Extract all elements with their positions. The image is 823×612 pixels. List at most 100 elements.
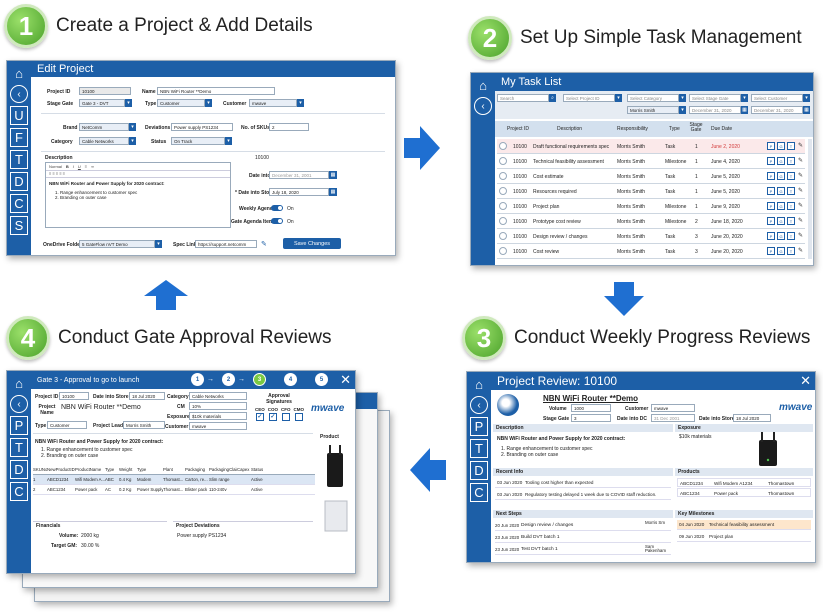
col-due-date[interactable]: Due Date bbox=[711, 126, 733, 132]
sku-col-header[interactable]: Weight bbox=[119, 467, 133, 472]
chevron-down-icon[interactable]: ▾ bbox=[205, 99, 212, 107]
stage-gate-select[interactable]: Gate 3 - DVT bbox=[79, 99, 125, 107]
gate-step-3[interactable]: 3 bbox=[253, 373, 266, 386]
chevron-down-icon[interactable]: ▾ bbox=[679, 106, 686, 114]
link-icon[interactable]: ∞ bbox=[91, 164, 94, 169]
edit-pencil-icon[interactable]: ✎ bbox=[797, 143, 803, 149]
gate-step-4[interactable]: 4 bbox=[284, 373, 297, 386]
search-input[interactable]: Search bbox=[497, 94, 549, 102]
row-action-button[interactable]: T bbox=[787, 232, 795, 240]
back-icon[interactable]: ‹ bbox=[470, 396, 488, 414]
row-action-button[interactable]: P bbox=[767, 232, 775, 240]
chevron-down-icon[interactable]: ▾ bbox=[125, 99, 132, 107]
sidebar-item-d[interactable]: D bbox=[10, 460, 28, 479]
calendar-icon[interactable]: ▦ bbox=[329, 188, 337, 196]
brand-select[interactable]: NetComm bbox=[79, 123, 129, 131]
col-description[interactable]: Description bbox=[557, 126, 583, 132]
row-action-button[interactable]: T bbox=[787, 187, 795, 195]
sku-col-header[interactable]: Capex bbox=[237, 467, 250, 472]
sidebar-item-p[interactable]: P bbox=[470, 417, 488, 436]
search-icon[interactable]: ⌕ bbox=[549, 94, 556, 102]
row-action-button[interactable]: G bbox=[777, 187, 785, 195]
customer-filter[interactable]: Select Customer bbox=[751, 94, 803, 102]
close-icon[interactable]: ✕ bbox=[340, 372, 351, 387]
sidebar-item-s[interactable]: S bbox=[10, 216, 28, 235]
sidebar-item-p[interactable]: P bbox=[10, 416, 28, 435]
chevron-down-icon[interactable]: ▾ bbox=[615, 94, 622, 102]
row-action-button[interactable]: P bbox=[767, 202, 775, 210]
row-action-button[interactable]: P bbox=[767, 157, 775, 165]
row-action-button[interactable]: G bbox=[777, 247, 785, 255]
signature-checkbox[interactable] bbox=[294, 413, 303, 421]
sidebar-item-f[interactable]: F bbox=[10, 128, 28, 147]
name-field[interactable]: NBN WiFi Router **Demo bbox=[157, 87, 275, 95]
project-id-filter[interactable]: Select Project ID bbox=[563, 94, 615, 102]
row-action-button[interactable]: P bbox=[767, 142, 775, 150]
sku-col-header[interactable]: Plant bbox=[163, 467, 173, 472]
row-action-button[interactable]: P bbox=[767, 172, 775, 180]
sidebar-item-c[interactable]: C bbox=[10, 482, 28, 501]
chevron-down-icon[interactable]: ▾ bbox=[679, 94, 686, 102]
edit-pencil-icon[interactable]: ✎ bbox=[261, 241, 267, 248]
sku-col-header[interactable]: Type bbox=[137, 467, 147, 472]
sidebar-item-d[interactable]: D bbox=[10, 172, 28, 191]
row-action-button[interactable]: G bbox=[777, 202, 785, 210]
complete-checkbox[interactable] bbox=[499, 217, 507, 225]
gate-step-5[interactable]: 5 bbox=[315, 373, 328, 386]
save-changes-button[interactable]: Save Changes bbox=[283, 238, 341, 249]
chevron-down-icon[interactable]: ▾ bbox=[129, 123, 136, 131]
list-icon[interactable]: ≡ bbox=[84, 164, 88, 169]
edit-pencil-icon[interactable]: ✎ bbox=[797, 233, 803, 239]
no-skus-field[interactable]: 2 bbox=[269, 123, 309, 131]
close-icon[interactable]: ✕ bbox=[800, 373, 811, 388]
sidebar-item-c[interactable]: C bbox=[10, 194, 28, 213]
home-icon[interactable]: ⌂ bbox=[15, 375, 23, 391]
row-action-button[interactable]: T bbox=[787, 142, 795, 150]
back-icon[interactable]: ‹ bbox=[10, 85, 28, 103]
gate-step-1[interactable]: 1 bbox=[191, 373, 204, 386]
stage-gate-filter[interactable]: Select Stage Gate bbox=[689, 94, 741, 102]
row-action-button[interactable]: T bbox=[787, 217, 795, 225]
date-into-store-field[interactable]: July 18, 2020 bbox=[269, 188, 329, 196]
col-responsibility[interactable]: Responsibility bbox=[617, 126, 648, 132]
date-from-filter[interactable]: December 31, 2020 bbox=[689, 106, 741, 114]
sidebar-item-t[interactable]: T bbox=[470, 439, 488, 458]
sidebar-item-d[interactable]: D bbox=[470, 461, 488, 480]
complete-checkbox[interactable] bbox=[499, 157, 507, 165]
complete-checkbox[interactable] bbox=[499, 247, 507, 255]
home-icon[interactable]: ⌂ bbox=[479, 77, 487, 93]
category-select[interactable]: Cable Networks bbox=[79, 137, 129, 145]
chevron-down-icon[interactable]: ▾ bbox=[129, 137, 136, 145]
row-action-button[interactable]: P bbox=[767, 187, 775, 195]
calendar-icon[interactable]: ▦ bbox=[329, 171, 337, 179]
col-type[interactable]: Type bbox=[669, 126, 680, 132]
deviations-field[interactable]: Power supply PS1234 bbox=[171, 123, 233, 131]
edit-pencil-icon[interactable]: ✎ bbox=[797, 173, 803, 179]
customer-select[interactable]: mwave bbox=[249, 99, 297, 107]
row-action-button[interactable]: P bbox=[767, 247, 775, 255]
calendar-icon[interactable]: ▦ bbox=[741, 106, 748, 114]
format-dropdown[interactable]: Normal bbox=[49, 164, 62, 169]
gate-agenda-toggle[interactable] bbox=[271, 218, 283, 224]
sku-col-header[interactable]: NewProductID bbox=[47, 467, 75, 472]
italic-icon[interactable]: I bbox=[72, 164, 74, 169]
row-action-button[interactable]: T bbox=[787, 247, 795, 255]
row-action-button[interactable]: P bbox=[767, 217, 775, 225]
weekly-agenda-toggle[interactable] bbox=[271, 205, 283, 211]
chevron-down-icon[interactable]: ▾ bbox=[225, 137, 232, 145]
scrollbar[interactable] bbox=[808, 139, 812, 259]
back-icon[interactable]: ‹ bbox=[10, 395, 28, 413]
row-action-button[interactable]: G bbox=[777, 157, 785, 165]
signature-checkbox[interactable]: ✓ bbox=[268, 413, 277, 421]
row-action-button[interactable]: G bbox=[777, 232, 785, 240]
row-action-button[interactable]: G bbox=[777, 217, 785, 225]
date-into-dc-field[interactable]: December 31, 2001 bbox=[269, 171, 329, 179]
row-action-button[interactable]: T bbox=[787, 157, 795, 165]
edit-pencil-icon[interactable]: ✎ bbox=[797, 188, 803, 194]
onedrive-folder-select[interactable]: 5 GateFlow nVT Demo bbox=[79, 240, 155, 248]
